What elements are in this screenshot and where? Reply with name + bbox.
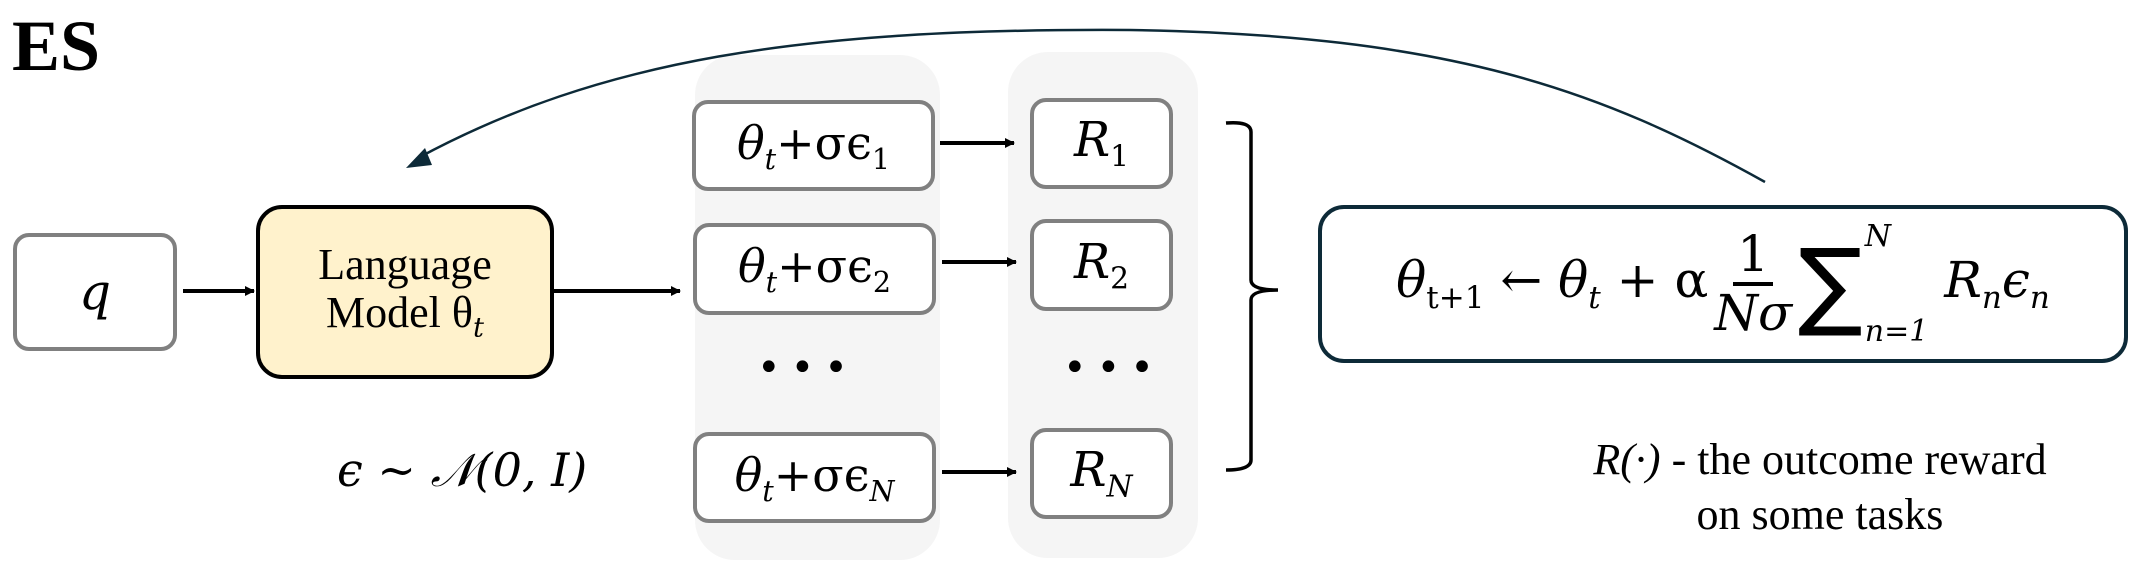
perturbation-box-n: θt+σϵN <box>693 432 936 523</box>
noise-distribution-label: ϵ ~ 𝒩(0, I) <box>337 443 588 497</box>
perturbation-box-1: θt+σϵ1 <box>692 100 935 191</box>
reward-box-1: R1 <box>1030 98 1173 189</box>
language-model-box: Language Model θt <box>256 205 554 379</box>
lm-line2: Model θt <box>326 287 484 344</box>
query-box: q <box>13 233 177 351</box>
right-brace <box>1225 120 1279 472</box>
reward-ellipsis: ••• <box>1063 345 1164 391</box>
caption-line-1: R(·) - the outcome reward <box>1593 435 2047 484</box>
reward-caption: R(·) - the outcome reward on some tasks <box>1530 432 2110 542</box>
feedback-arrowhead-icon <box>406 148 432 168</box>
perturbation-ellipsis: ••• <box>757 345 858 391</box>
feedback-curve <box>417 28 1766 184</box>
caption-line-2: on some tasks <box>1696 490 1944 539</box>
lm-line1: Language <box>318 240 492 290</box>
perturbation-box-2: θt+σϵ2 <box>693 223 936 315</box>
query-label: q <box>78 263 111 321</box>
figure-title: ES <box>12 6 101 86</box>
reward-box-2: R2 <box>1030 219 1173 311</box>
reward-box-n: RN <box>1030 428 1173 519</box>
